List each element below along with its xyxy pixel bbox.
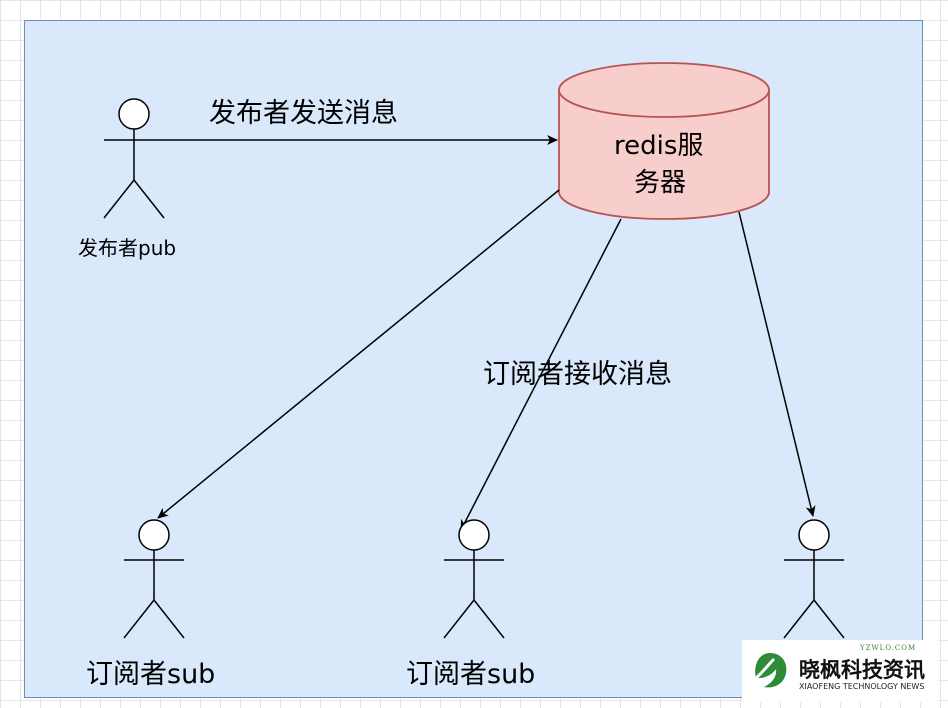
subscriber-2-label: 订阅者sub: [406, 659, 536, 690]
publisher-actor-icon[interactable]: [103, 98, 165, 219]
subscriber-1-actor-icon[interactable]: [123, 519, 185, 639]
deliver-arrow-sub-1[interactable]: [157, 189, 560, 519]
watermark-url: YZWLO.COM: [860, 644, 917, 652]
subscriber-3-actor-icon[interactable]: [783, 519, 845, 639]
leaf-logo-icon: [755, 653, 787, 688]
publish-edge-label: 发布者发送消息: [209, 98, 398, 129]
publisher-label: 发布者pub: [78, 236, 177, 260]
watermark-title: 晓枫科技资讯: [799, 657, 925, 682]
deliver-arrow-sub-3[interactable]: [738, 211, 816, 517]
subscriber-2-actor-icon[interactable]: [443, 519, 505, 639]
subscriber-1-label: 订阅者sub: [86, 659, 216, 690]
deliver-arrow-sub-2[interactable]: [460, 218, 622, 531]
server-label-line1: redis服: [614, 131, 704, 161]
server-label-line2: 务器: [634, 168, 687, 198]
watermark-badge: YZWLO.COM 晓枫科技资讯 XIAOFENG TECHNOLOGY NEW…: [742, 640, 938, 702]
watermark-subtitle: XIAOFENG TECHNOLOGY NEWS: [799, 682, 925, 691]
redis-server-cylinder[interactable]: [558, 62, 770, 220]
receive-edge-label: 订阅者接收消息: [483, 359, 672, 390]
